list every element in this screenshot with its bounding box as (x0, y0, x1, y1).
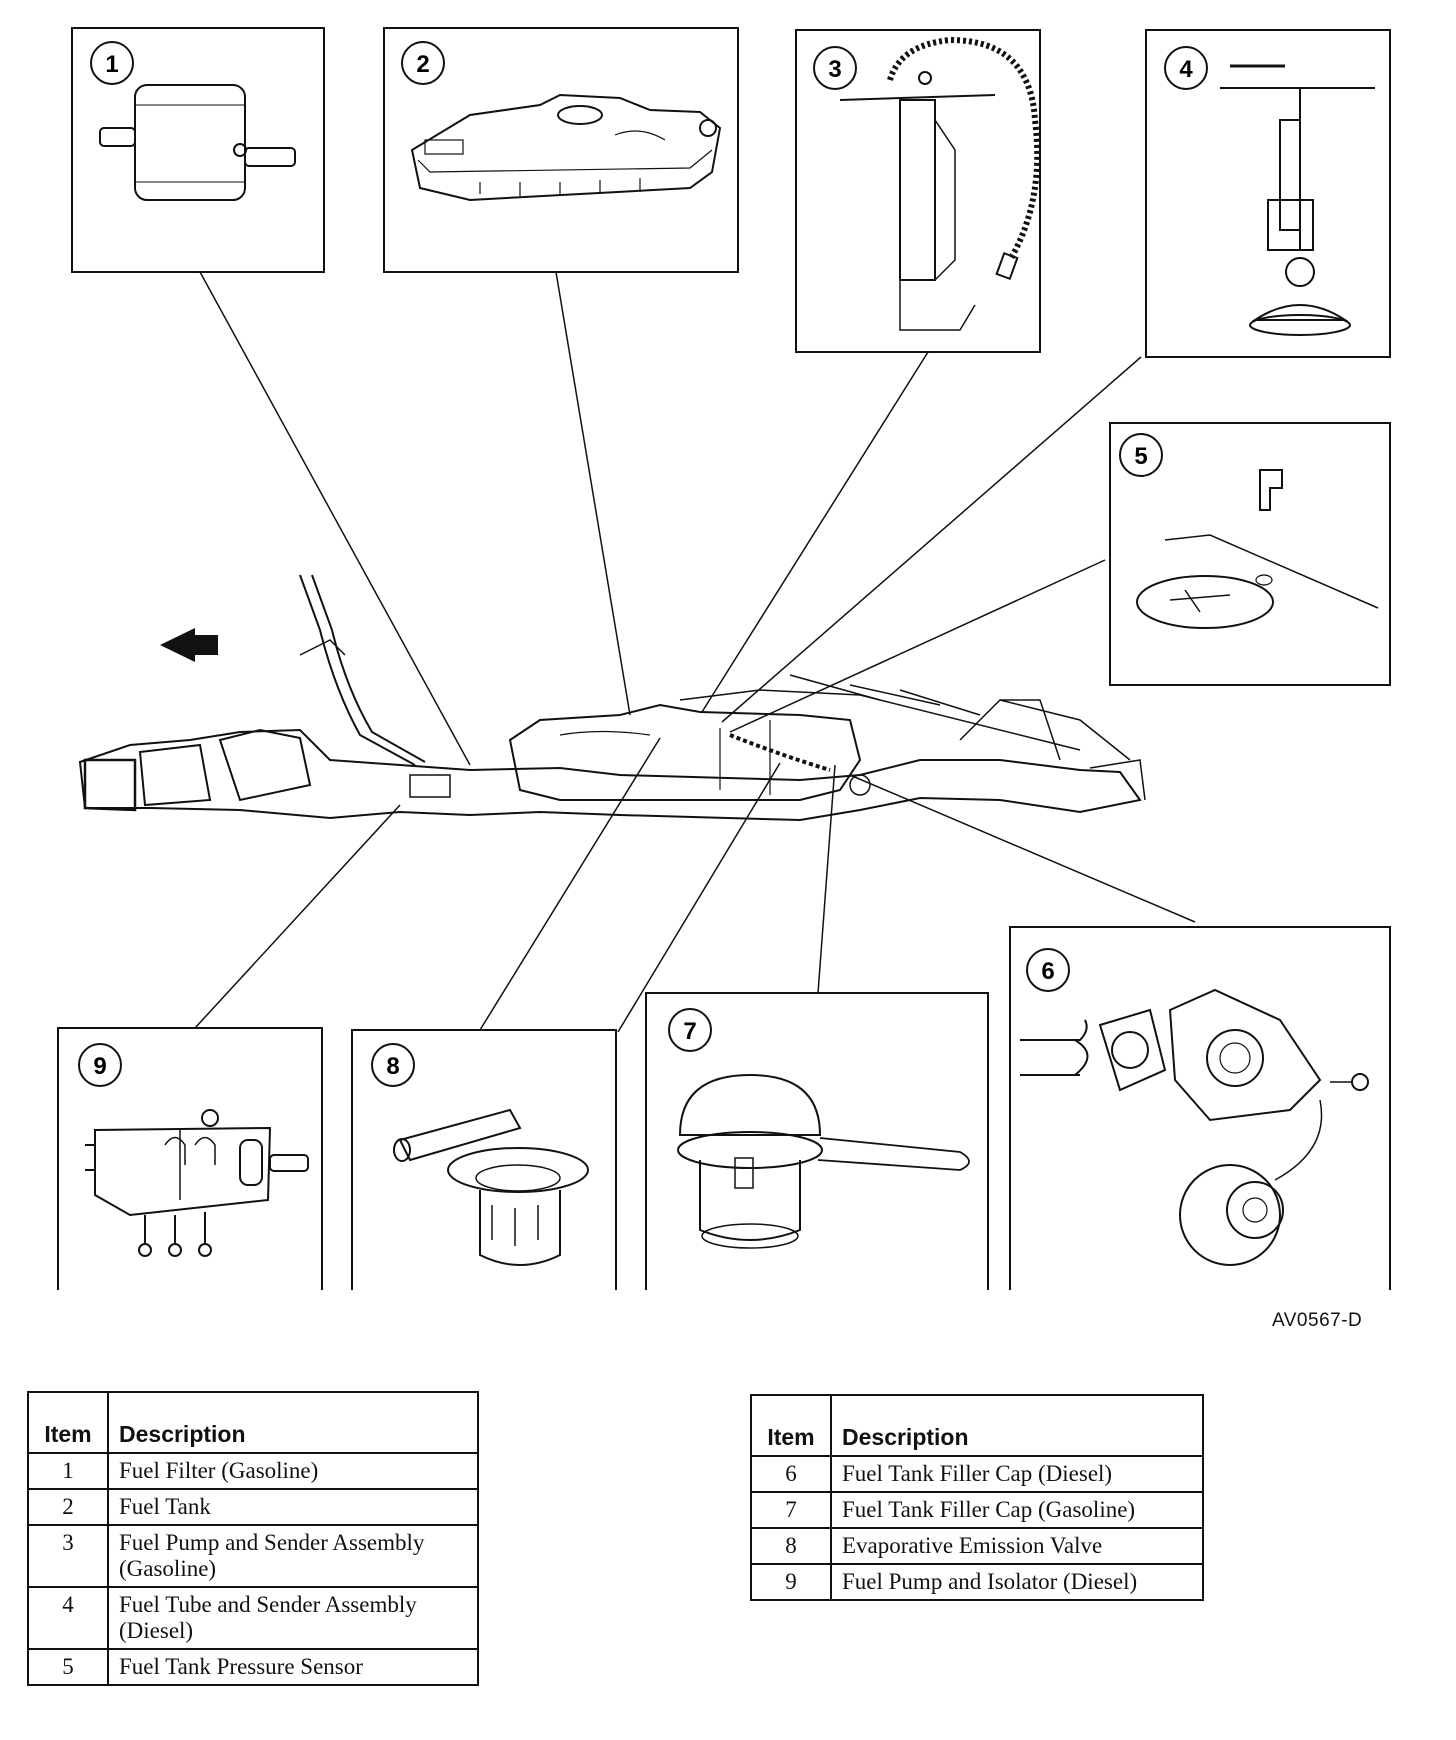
panel-8-evap-valve (351, 1029, 617, 1290)
leader-lines (194, 271, 1196, 1033)
svg-text:8: 8 (386, 1053, 399, 1080)
fuel-tube-sender-icon (1220, 64, 1375, 336)
table-row: 8 Evaporative Emission Valve (750, 1527, 1204, 1565)
panel-7-filler-cap-gasoline (645, 992, 989, 1290)
item-number: 8 (750, 1527, 832, 1565)
callout-4: 4 (1164, 46, 1208, 90)
callout-5: 5 (1119, 433, 1163, 477)
table-row: 7 Fuel Tank Filler Cap (Gasoline) (750, 1491, 1204, 1529)
table-row: 3 Fuel Pump and Sender Assembly (Gasolin… (27, 1524, 479, 1588)
fuel-pump-sender-icon (839, 36, 1041, 331)
legend-header-row: Item Description (27, 1391, 479, 1454)
panel-2-fuel-tank (383, 27, 739, 273)
table-row: 9 Fuel Pump and Isolator (Diesel) (750, 1563, 1204, 1601)
table-row: 6 Fuel Tank Filler Cap (Diesel) (750, 1455, 1204, 1493)
item-number: 1 (27, 1452, 109, 1490)
description-column-header: Description (830, 1394, 1204, 1457)
svg-text:9: 9 (93, 1053, 106, 1080)
svg-text:2: 2 (416, 51, 429, 78)
fuel-pump-isolator-icon (85, 1109, 309, 1257)
svg-text:4: 4 (1179, 56, 1193, 83)
table-row: 2 Fuel Tank (27, 1488, 479, 1526)
item-description: Fuel Pump and Isolator (Diesel) (830, 1563, 1204, 1601)
svg-text:1: 1 (105, 51, 118, 78)
item-number: 3 (27, 1524, 109, 1588)
callout-1: 1 (90, 41, 134, 85)
table-row: 4 Fuel Tube and Sender Assembly (Diesel) (27, 1586, 479, 1650)
table-row: 1 Fuel Filter (Gasoline) (27, 1452, 479, 1490)
panel-3-fuel-pump-sender (795, 29, 1041, 353)
item-column-header: Item (27, 1391, 109, 1454)
item-description: Evaporative Emission Valve (830, 1527, 1204, 1565)
svg-text:6: 6 (1041, 958, 1054, 985)
item-number: 2 (27, 1488, 109, 1526)
description-column-header: Description (107, 1391, 479, 1454)
item-description: Fuel Tube and Sender Assembly (Diesel) (107, 1586, 479, 1650)
panel-4-fuel-tube-sender (1145, 29, 1391, 358)
item-number: 5 (27, 1648, 109, 1686)
callout-6: 6 (1026, 948, 1070, 992)
item-description: Fuel Tank Filler Cap (Gasoline) (830, 1491, 1204, 1529)
item-number: 9 (750, 1563, 832, 1601)
svg-text:7: 7 (683, 1018, 696, 1045)
item-description: Fuel Filter (Gasoline) (107, 1452, 479, 1490)
fuel-filter-icon (99, 84, 296, 201)
item-description: Fuel Tank (107, 1488, 479, 1526)
table-row: 5 Fuel Tank Pressure Sensor (27, 1648, 479, 1686)
item-number: 7 (750, 1491, 832, 1529)
fuel-system-diagram: 1 2 3 4 5 6 7 8 (57, 27, 1391, 1290)
callout-2: 2 (401, 41, 445, 85)
fuel-tank-icon (410, 93, 722, 202)
panel-9-fuel-pump-isolator (57, 1027, 323, 1290)
figure-code: AV0567-D (1272, 1310, 1363, 1331)
item-description: Fuel Tank Pressure Sensor (107, 1648, 479, 1686)
filler-cap-gasoline-icon (677, 1073, 970, 1249)
panel-1-fuel-filter (71, 27, 325, 273)
forward-arrow-icon (160, 628, 218, 662)
callout-3: 3 (813, 46, 857, 90)
svg-text:3: 3 (828, 56, 841, 83)
callout-8: 8 (371, 1043, 415, 1087)
item-column-header: Item (750, 1394, 832, 1457)
pressure-sensor-icon (1136, 469, 1379, 629)
panel-5-pressure-sensor (1109, 422, 1391, 686)
callout-9: 9 (78, 1043, 122, 1087)
item-number: 4 (27, 1586, 109, 1650)
callout-7: 7 (668, 1008, 712, 1052)
item-number: 6 (750, 1455, 832, 1493)
filler-cap-diesel-icon (1020, 988, 1369, 1266)
item-description: Fuel Pump and Sender Assembly (Gasoline) (107, 1524, 479, 1588)
legend-table-right: Item Description 6 Fuel Tank Filler Cap … (750, 1394, 1204, 1601)
vehicle-fuel-system-overview (78, 574, 1146, 822)
evap-valve-icon (393, 1108, 589, 1266)
legend-header-row: Item Description (750, 1394, 1204, 1457)
legend-table-left: Item Description 1 Fuel Filter (Gasoline… (27, 1391, 479, 1686)
panel-6-filler-cap-diesel (1009, 926, 1391, 1290)
item-description: Fuel Tank Filler Cap (Diesel) (830, 1455, 1204, 1493)
svg-text:5: 5 (1134, 443, 1147, 470)
